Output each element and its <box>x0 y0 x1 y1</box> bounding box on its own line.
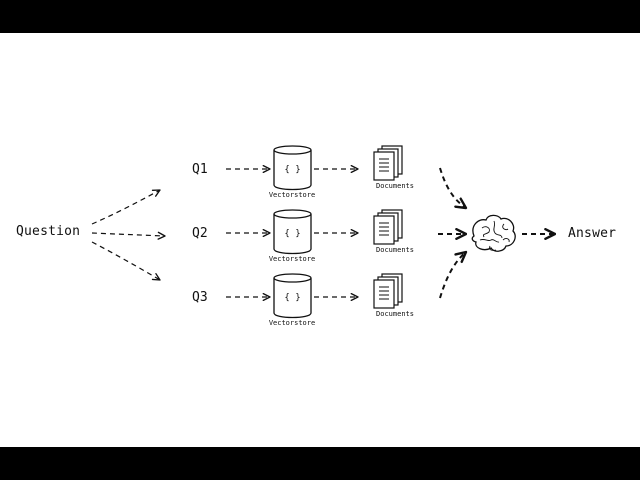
documents-label: Documents <box>376 182 414 190</box>
query-label-q3: Q3 <box>192 290 208 305</box>
fanout-arrow-q1 <box>91 189 161 225</box>
brain-icon <box>471 214 516 252</box>
store-glyph: { } <box>284 165 300 175</box>
documents-icon <box>373 209 403 245</box>
fanout-arrow-q2 <box>91 231 166 240</box>
database-icon <box>273 273 312 319</box>
fanout-arrow-q3 <box>91 241 161 281</box>
vectorstore-label: Vectorstore <box>268 319 316 327</box>
query-label-q2: Q2 <box>192 226 208 241</box>
documents-icon <box>373 273 403 309</box>
answer-label: Answer <box>568 226 617 241</box>
arrow-docs3-to-llm <box>439 250 468 299</box>
documents-label: Documents <box>376 246 414 254</box>
store-glyph: { } <box>284 229 300 239</box>
letterbox-top <box>0 0 640 33</box>
documents-label: Documents <box>376 310 414 318</box>
query-label-q1: Q1 <box>192 162 208 177</box>
letterbox-bottom <box>0 447 640 480</box>
vectorstore-label: Vectorstore <box>268 255 316 263</box>
database-icon <box>273 209 312 255</box>
database-icon <box>273 145 312 191</box>
question-label: Question <box>16 224 81 239</box>
vectorstore-label: Vectorstore <box>268 191 316 199</box>
store-glyph: { } <box>284 293 300 303</box>
arrow-docs1-to-llm <box>439 167 468 210</box>
documents-icon <box>373 145 403 181</box>
